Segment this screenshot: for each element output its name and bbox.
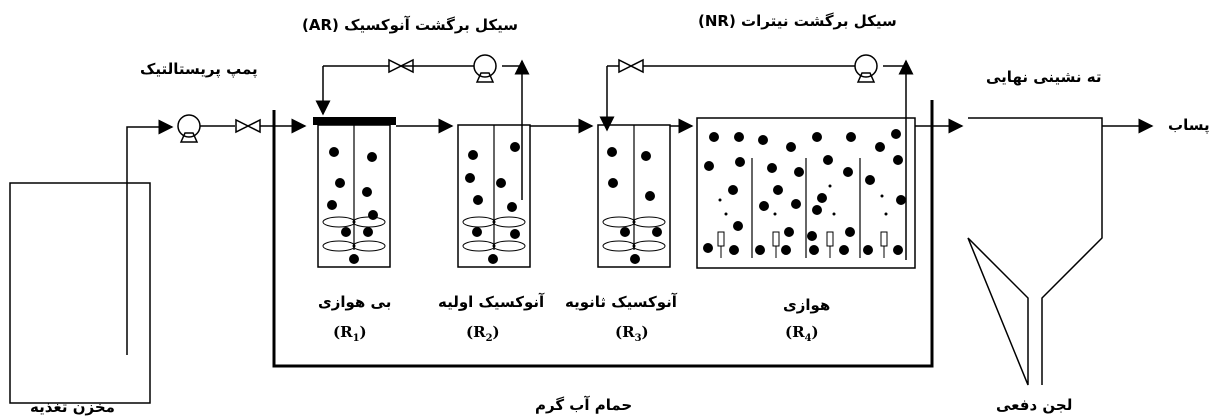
reactor-r4 bbox=[696, 117, 916, 269]
nr-recycle-line bbox=[599, 54, 914, 260]
final-clarifier-label: ته نشینی نهایی bbox=[986, 68, 1102, 86]
effluent-label: پساب bbox=[1168, 116, 1210, 134]
ar-cycle-label: سیکل برگشت آنوکسیک (AR) bbox=[302, 16, 519, 34]
peristaltic-pump-icon bbox=[177, 114, 201, 143]
reactor-r4-code: (R4) bbox=[785, 323, 819, 344]
waste-sludge-label: لجن دفعی bbox=[996, 396, 1073, 414]
feed-tank-label: مخزن تغذیه bbox=[30, 398, 115, 416]
feed-valve-icon bbox=[235, 118, 261, 134]
reactor-r2-code: (R2) bbox=[466, 323, 500, 344]
reactor-r3 bbox=[597, 124, 671, 268]
reactor-r1-name: بی هوازی bbox=[318, 293, 392, 311]
reactor-r1 bbox=[313, 117, 396, 268]
water-bath bbox=[272, 100, 934, 368]
reactor-r1-code: (R1) bbox=[333, 323, 367, 344]
reactor-r2-name: آنوکسیک اولیه bbox=[438, 293, 545, 311]
ar-recycle-line bbox=[315, 54, 530, 200]
reactor-r3-code: (R3) bbox=[615, 323, 649, 344]
feed-line bbox=[126, 119, 174, 355]
reactor-r2 bbox=[457, 124, 531, 268]
reactor-r3-name: آنوکسیک ثانویه bbox=[565, 293, 677, 311]
pump-label: پمپ پریستالتیک bbox=[140, 60, 258, 78]
water-bath-label: حمام آب گرم bbox=[535, 396, 633, 414]
nr-cycle-label: سیکل برگشت نیترات (NR) bbox=[698, 12, 897, 30]
final-clarifier bbox=[967, 117, 1103, 386]
reactor-r4-name: هوازی bbox=[783, 296, 831, 314]
feed-tank bbox=[9, 182, 151, 404]
